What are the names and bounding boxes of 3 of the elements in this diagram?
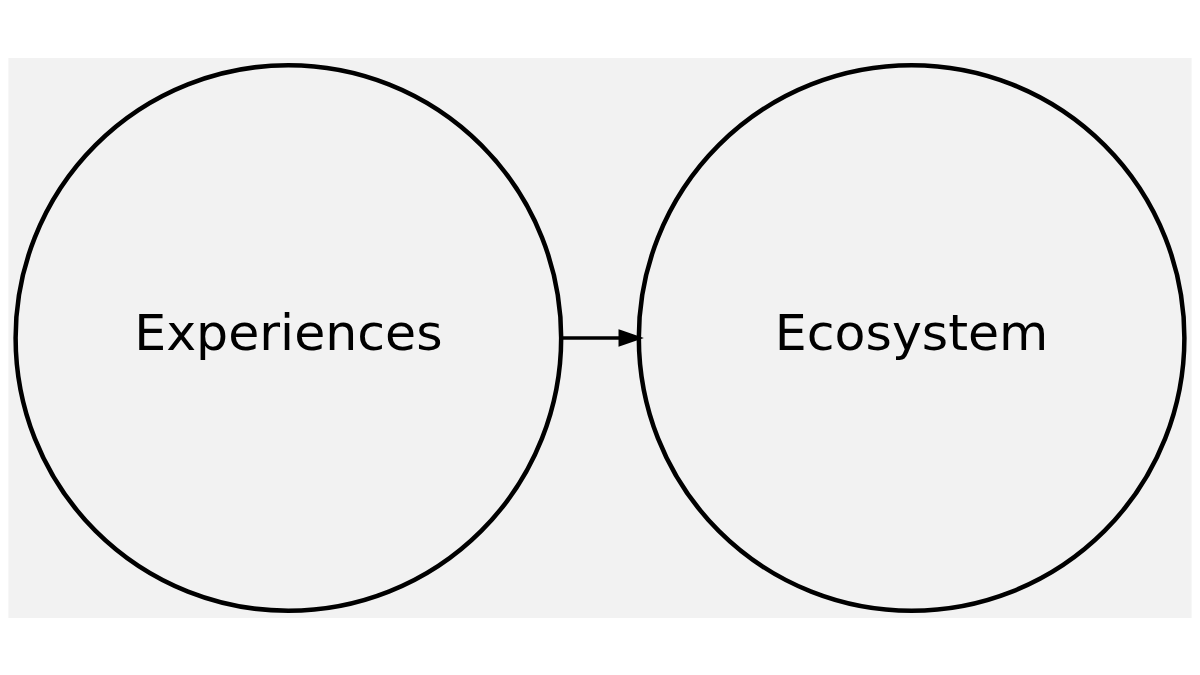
node-circle: Experiences (13, 62, 564, 613)
node-circle: Ecosystem (636, 62, 1187, 613)
arrow (561, 328, 644, 347)
